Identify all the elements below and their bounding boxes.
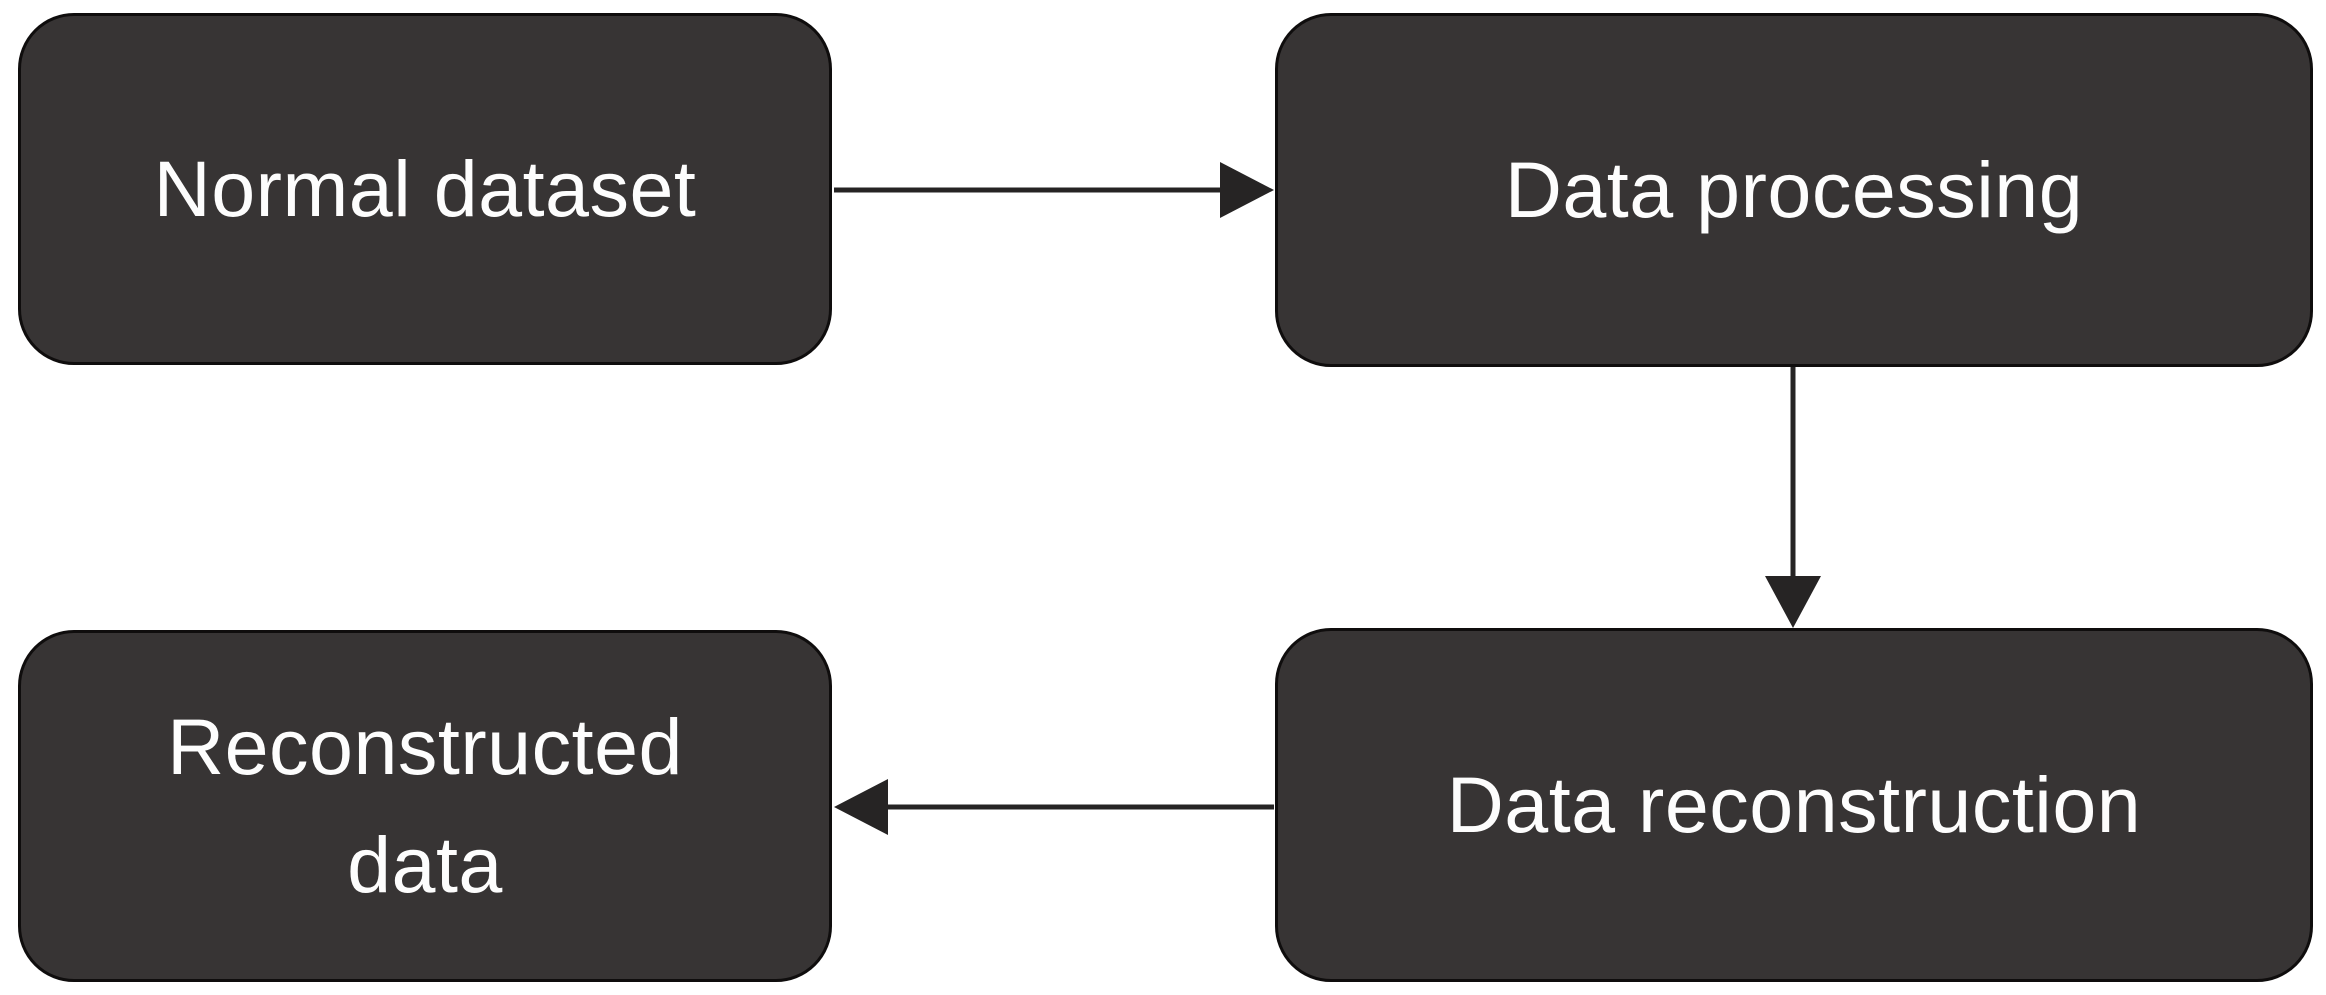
node-data-processing: Data processing — [1275, 13, 2313, 367]
node-reconstructed-data: Reconstructed data — [18, 630, 832, 982]
arrow-normal-dataset-to-data-processing — [834, 162, 1274, 218]
node-data-reconstruction: Data reconstruction — [1275, 628, 2313, 982]
arrow-right-head-icon — [1220, 162, 1274, 218]
node-reconstructed-data-label-line2: data — [347, 820, 503, 909]
node-data-reconstruction-label: Data reconstruction — [1446, 759, 2142, 849]
arrow-data-reconstruction-to-reconstructed-data — [834, 779, 1274, 835]
node-reconstructed-data-label-line1: Reconstructed — [167, 701, 683, 791]
arrow-down-head-icon — [1765, 576, 1821, 628]
node-normal-dataset: Normal dataset — [18, 13, 832, 365]
arrow-data-processing-to-data-reconstruction — [1765, 367, 1821, 628]
arrow-left-head-icon — [834, 779, 888, 835]
node-data-processing-label: Data processing — [1504, 144, 2084, 234]
node-normal-dataset-label: Normal dataset — [153, 143, 697, 233]
